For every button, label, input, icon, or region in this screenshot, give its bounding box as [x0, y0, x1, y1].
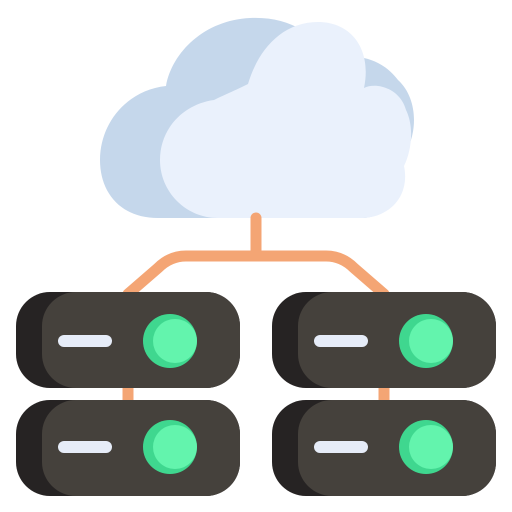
server-unit-right-bottom	[272, 400, 496, 496]
status-led	[153, 319, 197, 363]
server-unit-left-top	[16, 292, 240, 388]
drive-slot	[314, 335, 368, 347]
server-rack-right	[272, 292, 496, 496]
server-rack-left	[16, 292, 240, 496]
drive-slot	[58, 335, 112, 347]
connector-branch	[122, 250, 390, 300]
status-led	[153, 425, 197, 469]
cloud-front-shape	[160, 22, 412, 218]
drive-slot	[314, 441, 368, 453]
status-led	[409, 319, 453, 363]
cloud-icon	[100, 17, 414, 219]
drive-slot	[58, 441, 112, 453]
status-led	[409, 425, 453, 469]
connector-lines	[122, 212, 390, 406]
server-unit-right-top	[272, 292, 496, 388]
server-unit-left-bottom	[16, 400, 240, 496]
